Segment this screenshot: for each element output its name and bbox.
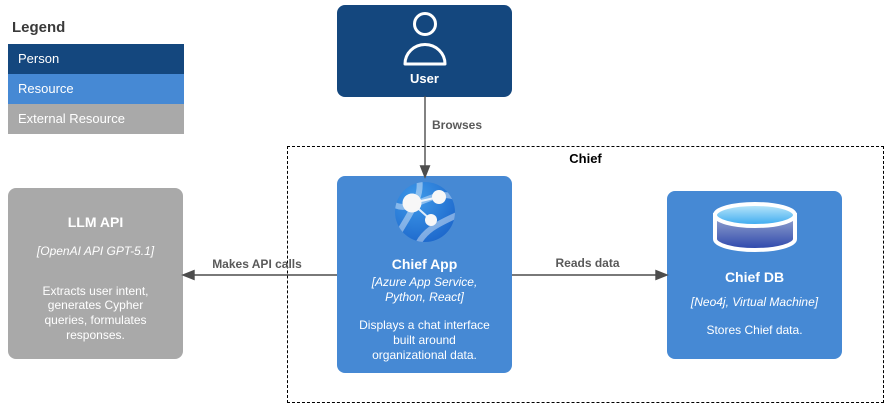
- node-chief-app: Chief App [Azure App Service, Python, Re…: [337, 176, 512, 373]
- person-icon: [401, 11, 449, 67]
- node-chief-db: Chief DB [Neo4j, Virtual Machine] Stores…: [667, 191, 842, 359]
- database-cylinder-icon: [711, 201, 799, 253]
- legend-title: Legend: [12, 19, 66, 36]
- legend-item-person: Person: [8, 44, 184, 74]
- node-user: User: [337, 5, 512, 97]
- node-llm-api-description: Extracts user intent, generates Cypher q…: [42, 283, 149, 342]
- node-chief-db-title: Chief DB: [724, 269, 785, 285]
- node-llm-api-title: LLM API: [67, 214, 124, 230]
- azure-app-globe-icon: [393, 180, 457, 244]
- chief-system-label: Chief: [569, 151, 602, 166]
- node-llm-api-subtitle: [OpenAI API GPT-5.1]: [36, 244, 155, 258]
- legend: Person Resource External Resource: [8, 44, 184, 134]
- edge-label-makes-api-calls: Makes API calls: [212, 257, 302, 271]
- node-llm-api: LLM API [OpenAI API GPT-5.1] Extracts us…: [8, 188, 183, 359]
- node-chief-db-description: Stores Chief data.: [706, 322, 803, 337]
- legend-item-external-resource: External Resource: [8, 104, 184, 134]
- edge-label-browses: Browses: [432, 118, 483, 132]
- legend-item-resource: Resource: [8, 74, 184, 104]
- node-chief-app-title: Chief App: [391, 256, 458, 272]
- node-chief-app-subtitle: [Azure App Service, Python, React]: [371, 275, 478, 304]
- edge-makes-api-calls-arrowhead: [181, 269, 195, 281]
- node-user-label: User: [410, 71, 439, 86]
- node-chief-app-description: Displays a chat interface built around o…: [359, 318, 490, 362]
- node-chief-db-subtitle: [Neo4j, Virtual Machine]: [690, 295, 819, 309]
- edge-label-reads-data: Reads data: [555, 256, 620, 270]
